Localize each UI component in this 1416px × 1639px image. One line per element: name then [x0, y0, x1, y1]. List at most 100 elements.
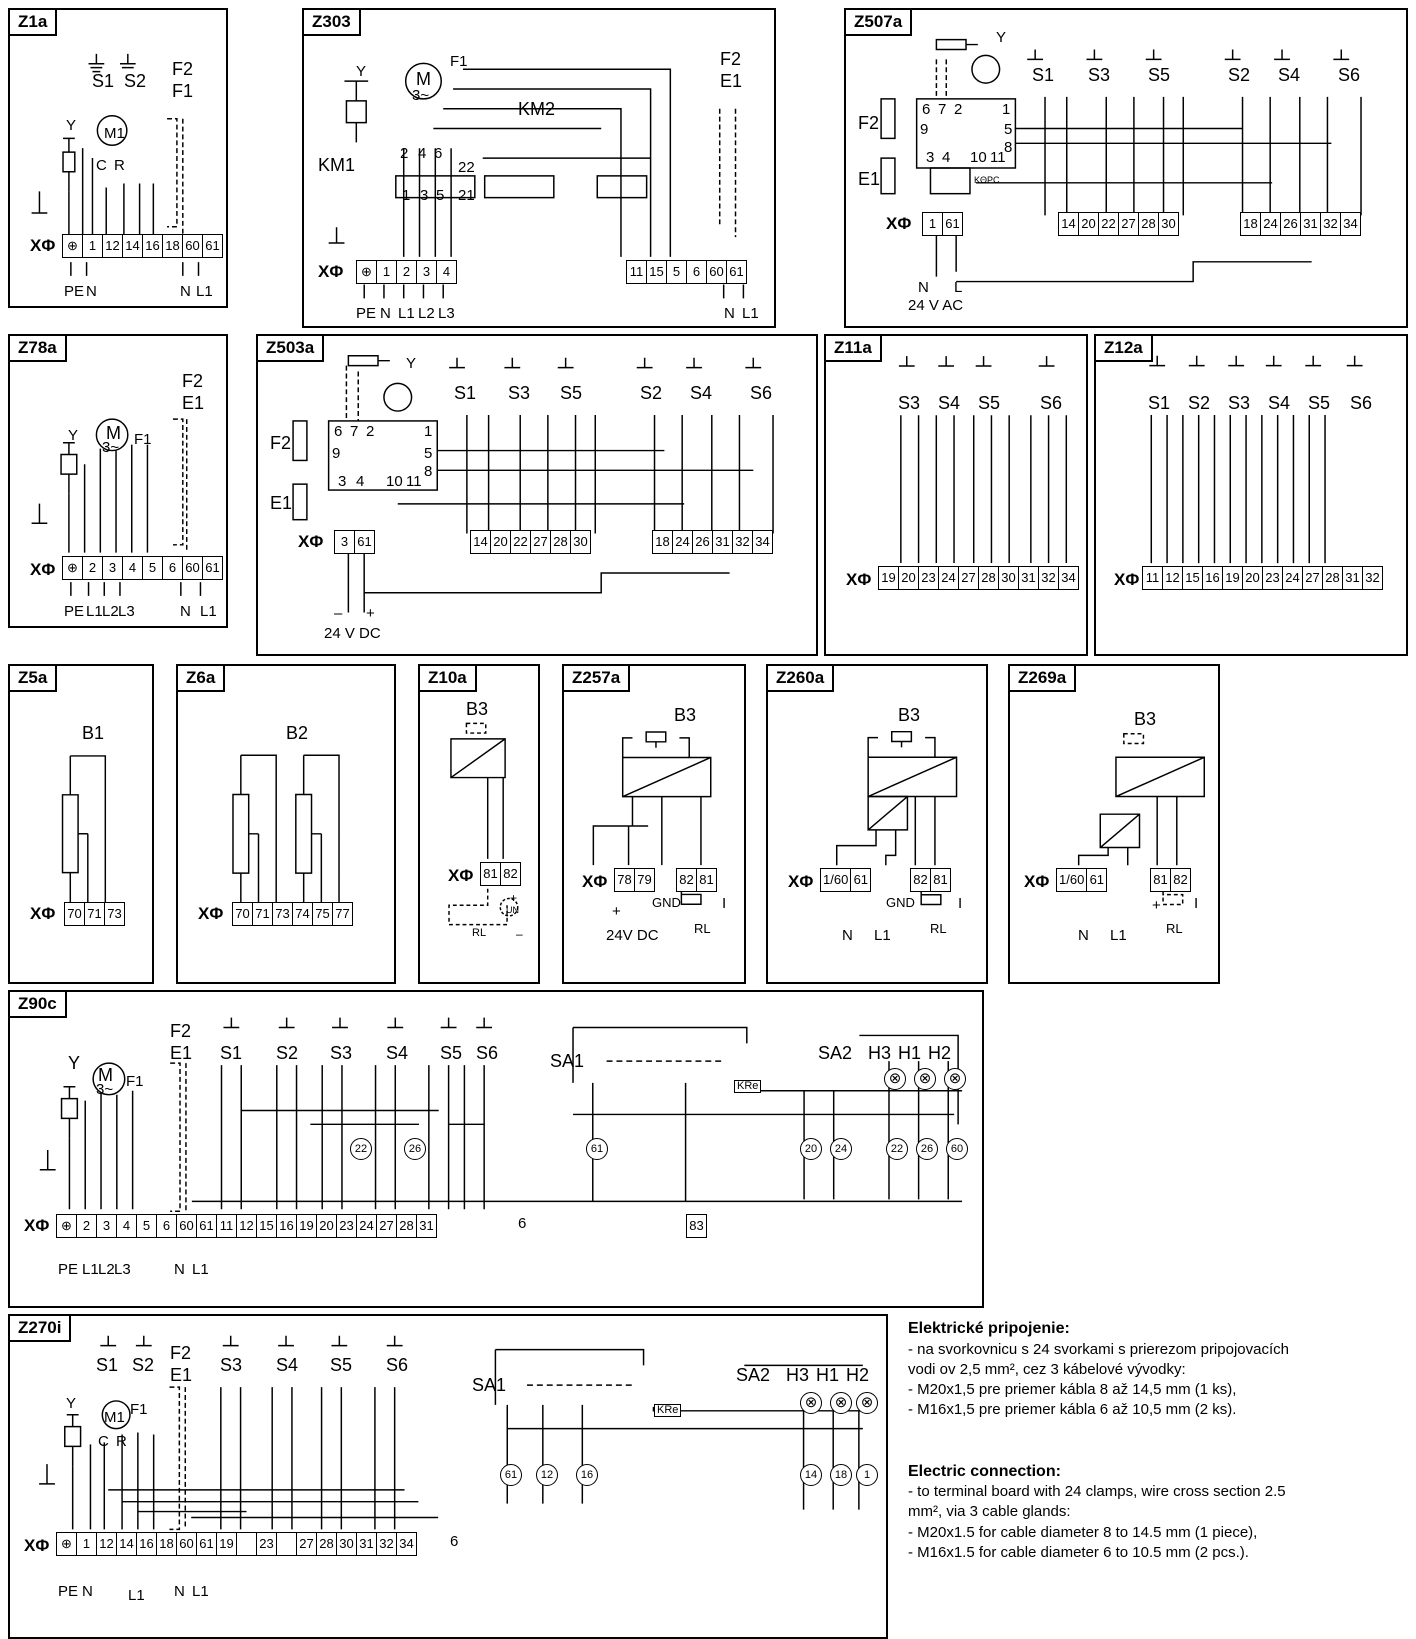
notes-en-line: - M20x1.5 for cable diameter 8 to 14.5 m… — [908, 1523, 1258, 1541]
terminal: 3 — [417, 261, 437, 283]
terminal: 34 — [755, 534, 770, 549]
terminal: 60 — [177, 1215, 197, 1237]
panel-title: Z78a — [10, 336, 67, 362]
circle-14: 14 — [800, 1464, 822, 1486]
board-2: 2 — [954, 101, 963, 118]
terminal-x-label: XΦ — [30, 560, 56, 579]
terminal: 70 — [233, 903, 253, 925]
supply-n: N — [86, 283, 97, 300]
terminal: 19 — [297, 1215, 317, 1237]
supply-l1: L1 — [874, 927, 891, 944]
board-3: 3 — [926, 149, 935, 166]
notes-sk-line: - M16x1,5 pre priemer kábla 6 až 10,5 mm… — [908, 1401, 1237, 1419]
supply-l1: L1 — [82, 1261, 99, 1278]
board-7: 7 — [938, 101, 947, 118]
rl-label: RL — [930, 921, 947, 936]
switch-s4-label: S4 — [386, 1043, 409, 1063]
panel-title: Z260a — [768, 666, 835, 692]
terminal: 15 — [647, 261, 667, 283]
connection-notes: Elektrické pripojenie: - na svorkovnicu … — [908, 1318, 1400, 1563]
supply-n: N — [918, 279, 929, 296]
lamp-h3-icon: ⊗ — [800, 1392, 822, 1414]
supply-pe: PE — [58, 1261, 79, 1278]
terminal: 32 — [377, 1533, 397, 1555]
terminal: 11 — [217, 1215, 237, 1237]
f2-label: F2 — [182, 371, 204, 391]
board-10: 10 — [970, 149, 987, 166]
terminal: 61 — [945, 216, 960, 231]
phase-label: 3~ — [96, 1081, 114, 1098]
terminal: 27 — [959, 567, 979, 589]
switch-s1-label: S1 — [96, 1355, 119, 1375]
terminal: 32 — [733, 531, 753, 553]
y-label: Y — [356, 63, 367, 80]
panel-title: Z270i — [10, 1316, 72, 1342]
supply-l1: L1 — [86, 603, 103, 620]
terminal: 18 — [1241, 213, 1261, 235]
terminal-x-label: XΦ — [846, 570, 872, 589]
rl-label: RL — [472, 927, 487, 939]
wiring-z260a — [836, 730, 958, 906]
wire-count-6: 6 — [450, 1533, 459, 1550]
terminal: 19 — [217, 1533, 237, 1555]
supply-l1: L1 — [398, 305, 415, 322]
terminal: 28 — [397, 1215, 417, 1237]
switch-s2-label: S2 — [124, 71, 147, 91]
switch-s3-label: S3 — [1088, 65, 1111, 85]
terminal-x-label: XΦ — [298, 532, 324, 551]
wire-count-6: 6 — [518, 1215, 527, 1232]
terminal: 19 — [1223, 567, 1243, 589]
terminal: ⊕ — [63, 235, 83, 257]
terminal: 82 — [911, 869, 931, 891]
board-6: 6 — [922, 101, 931, 118]
terminal: 82 — [677, 869, 697, 891]
terminal: 32 — [1365, 570, 1380, 585]
terminal: 82 — [503, 866, 518, 881]
terminal: 31 — [713, 531, 733, 553]
circle-60: 60 — [946, 1138, 968, 1160]
terminal: 20 — [317, 1215, 337, 1237]
terminal: 26 — [693, 531, 713, 553]
km1-label: KM1 — [318, 155, 356, 175]
y-label: Y — [68, 1053, 81, 1073]
terminal: 60 — [707, 261, 727, 283]
terminal: 24 — [357, 1215, 377, 1237]
b3-label: B3 — [1134, 709, 1157, 729]
terminal: 4 — [442, 264, 451, 279]
panel-title: Z303 — [304, 10, 361, 36]
wiring-z507a — [880, 38, 1362, 283]
terminal: 18 — [653, 531, 673, 553]
board-10: 10 — [386, 473, 403, 490]
f1-label: F1 — [134, 431, 152, 448]
f1-label: F1 — [126, 1073, 144, 1090]
plus-label: + — [510, 891, 518, 905]
supply-l1b: L1 — [742, 305, 759, 322]
terminal: 23 — [337, 1215, 357, 1237]
circle-20: 20 — [800, 1138, 822, 1160]
terminal: 71 — [253, 903, 273, 925]
terminal: 26 — [1281, 213, 1301, 235]
circle-12: 12 — [536, 1464, 558, 1486]
terminal-x-label: XΦ — [318, 262, 344, 281]
terminal: 19 — [879, 567, 899, 589]
kre-label: KRe — [654, 1404, 682, 1417]
supply-n: N — [174, 1261, 185, 1278]
supply-n2: N — [180, 283, 191, 300]
terminal: 12 — [237, 1215, 257, 1237]
panel-title: Z10a — [420, 666, 477, 692]
lamp-h3-label: H3 — [786, 1365, 810, 1385]
terminal: 60 — [183, 557, 203, 579]
terminal: 61 — [205, 238, 220, 253]
panel-title: Z507a — [846, 10, 913, 36]
terminal: 31 — [1301, 213, 1321, 235]
contact-5: 5 — [436, 187, 445, 204]
terminal: 31 — [357, 1533, 377, 1555]
terminal: 75 — [313, 903, 333, 925]
